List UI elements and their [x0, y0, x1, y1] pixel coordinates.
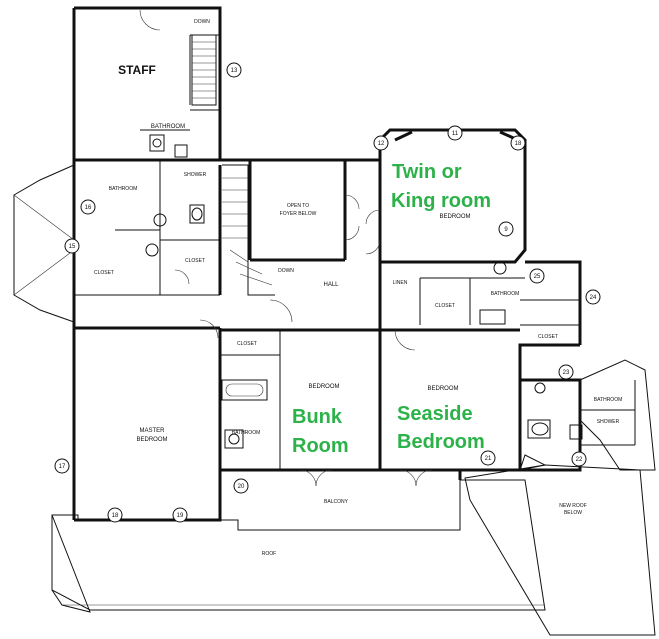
stairs-top	[191, 34, 217, 106]
marker-22: 22	[571, 451, 587, 467]
marker-17: 17	[54, 458, 70, 474]
svg-text:11: 11	[452, 131, 459, 137]
label-closet-far-right: CLOSET	[538, 334, 558, 340]
svg-text:18: 18	[515, 141, 522, 147]
annotation-bunk-2: Room	[292, 435, 349, 457]
label-shower: SHOWER	[184, 172, 207, 178]
marker-11: 11	[447, 125, 463, 141]
marker-21: 21	[480, 450, 496, 466]
annotation-bunk-1: Bunk	[292, 406, 343, 428]
label-staff: STAFF	[118, 63, 156, 77]
label-closet-left2: CLOSET	[94, 270, 114, 276]
svg-text:24: 24	[590, 295, 597, 301]
marker-20: 20	[233, 478, 249, 494]
label-open-to: OPEN TO	[287, 203, 309, 209]
svg-text:9: 9	[504, 227, 508, 233]
door-swings	[139, 9, 433, 487]
label-bathroom-far-right: BATHROOM	[594, 397, 623, 403]
label-bathroom-left: BATHROOM	[109, 186, 138, 192]
label-foyer-below: FOYER BELOW	[280, 211, 317, 217]
svg-text:18: 18	[112, 513, 119, 519]
label-bedroom-bunk: BEDROOM	[308, 384, 339, 390]
svg-text:16: 16	[85, 205, 92, 211]
label-bedroom-top-right: BEDROOM	[439, 214, 470, 220]
label-bedroom-seaside: BEDROOM	[427, 386, 458, 392]
annotation-seaside-1: Seaside	[397, 403, 473, 425]
interior-walls	[72, 34, 636, 470]
label-roof: ROOF	[262, 551, 276, 557]
label-bathroom-center: BATHROOM	[232, 430, 261, 436]
svg-text:20: 20	[238, 484, 245, 490]
roof-outline	[51, 359, 656, 636]
marker-10: 18	[510, 135, 526, 151]
fixtures	[145, 134, 583, 449]
window-marks	[72, 6, 519, 522]
label-bathroom-right: BATHROOM	[491, 291, 520, 297]
label-linen: LINEN	[393, 280, 408, 286]
marker-18: 18	[107, 507, 123, 523]
svg-text:13: 13	[231, 68, 238, 74]
marker-13: 13	[226, 62, 242, 78]
annotation-seaside-2: Bedroom	[397, 431, 485, 453]
marker-9: 9	[498, 221, 514, 237]
svg-text:12: 12	[378, 141, 385, 147]
marker-24: 24	[585, 289, 601, 305]
label-shower-right: SHOWER	[597, 419, 620, 425]
label-down-top: DOWN	[194, 19, 210, 25]
label-hall: HALL	[323, 282, 339, 288]
svg-text:25: 25	[534, 274, 541, 280]
marker-23: 23	[558, 364, 574, 380]
marker-12: 12	[373, 135, 389, 151]
label-master-2: BEDROOM	[136, 437, 167, 443]
svg-text:19: 19	[177, 513, 184, 519]
marker-19: 19	[172, 507, 188, 523]
marker-16: 16	[80, 199, 96, 215]
label-staff-bathroom: BATHROOM	[151, 124, 185, 130]
annotation-twin-1: Twin or	[392, 161, 462, 183]
annotation-twin-2: King room	[391, 190, 491, 212]
marker-25: 25	[529, 268, 545, 284]
svg-text:17: 17	[59, 464, 66, 470]
label-closet-right: CLOSET	[435, 303, 455, 309]
label-closet-left1: CLOSET	[185, 258, 205, 264]
label-new-roof: NEW ROOF	[559, 503, 587, 509]
marker-15: 15	[64, 238, 80, 254]
svg-text:15: 15	[69, 244, 76, 250]
svg-text:23: 23	[563, 370, 570, 376]
label-balcony: BALCONY	[324, 499, 349, 505]
svg-text:21: 21	[485, 456, 492, 462]
label-master-1: MASTER	[139, 428, 165, 434]
label-down-stair: DOWN	[278, 268, 294, 274]
label-closet-mid: CLOSET	[237, 341, 257, 347]
svg-text:22: 22	[576, 457, 583, 463]
label-new-roof-below: BELOW	[564, 510, 582, 516]
stairs-main	[222, 164, 275, 296]
